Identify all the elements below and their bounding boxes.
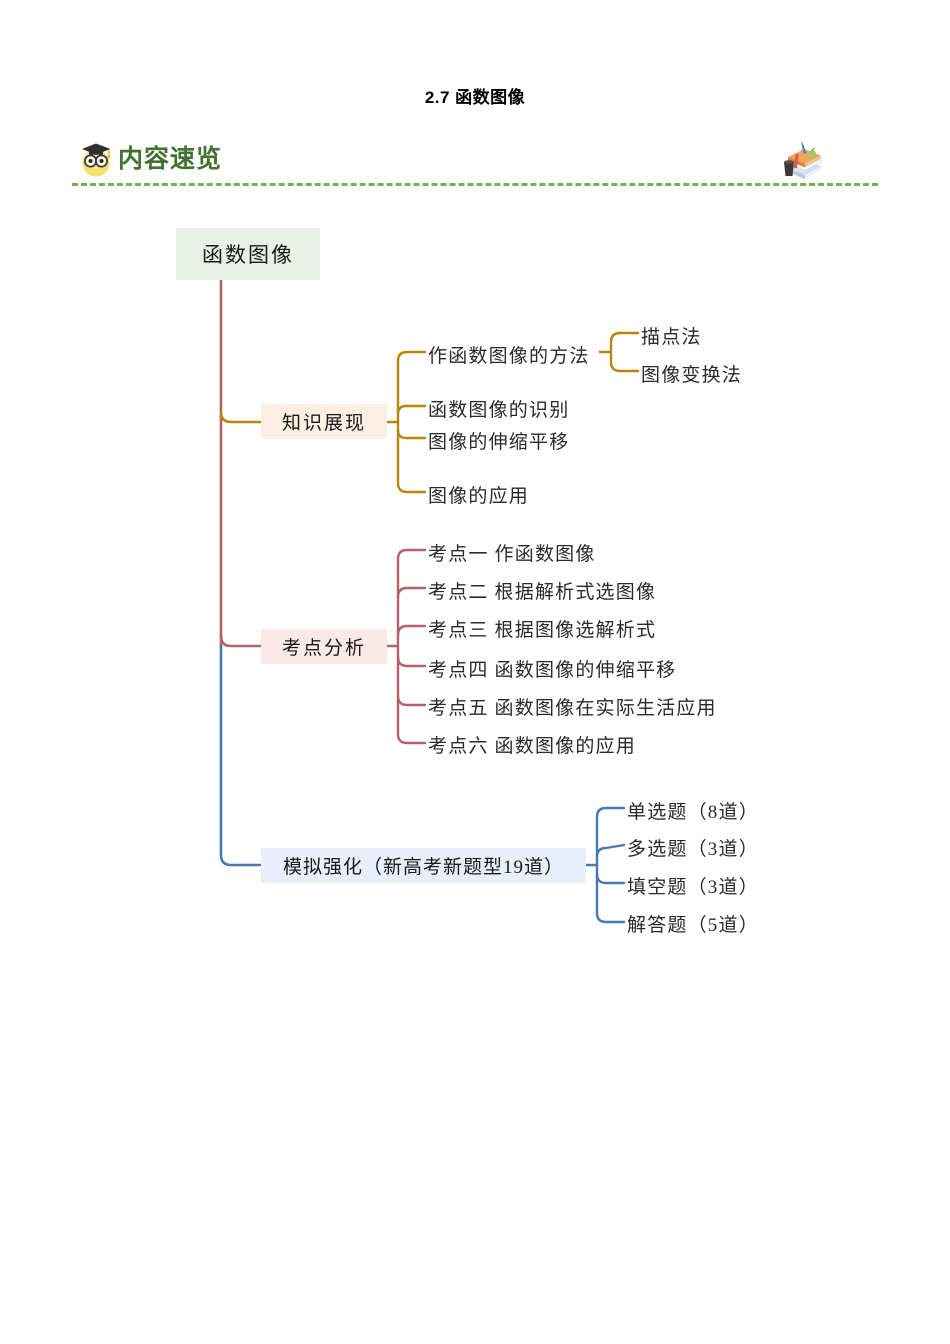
leaf-practice-2[interactable]: 多选题（3道） bbox=[627, 839, 759, 860]
graduate-owl-icon bbox=[76, 140, 116, 180]
leaf-exam-4[interactable]: 考点四 函数图像的伸缩平移 bbox=[428, 660, 677, 681]
mindmap-root-node[interactable]: 函数图像 bbox=[176, 228, 320, 280]
mindmap-branch-practice[interactable]: 模拟强化（新高考新题型19道） bbox=[261, 848, 586, 883]
stacked-books-icon bbox=[776, 132, 830, 182]
leaf-exam-6[interactable]: 考点六 函数图像的应用 bbox=[428, 736, 636, 757]
leaf-knowledge-2[interactable]: 函数图像的识别 bbox=[428, 400, 570, 421]
leaf-exam-5[interactable]: 考点五 函数图像在实际生活应用 bbox=[428, 698, 717, 719]
leaf-method-2[interactable]: 图像变换法 bbox=[641, 365, 743, 386]
header-label: 内容速览 bbox=[118, 145, 223, 173]
mindmap-branch-exam-points[interactable]: 考点分析 bbox=[261, 629, 387, 664]
mindmap-branch-knowledge[interactable]: 知识展现 bbox=[261, 404, 387, 439]
leaf-exam-1[interactable]: 考点一 作函数图像 bbox=[428, 544, 596, 565]
page-title: 2.7 函数图像 bbox=[424, 88, 526, 107]
header-divider bbox=[72, 183, 878, 186]
leaf-knowledge-3[interactable]: 图像的伸缩平移 bbox=[428, 432, 570, 453]
leaf-practice-3[interactable]: 填空题（3道） bbox=[627, 877, 759, 898]
leaf-exam-2[interactable]: 考点二 根据解析式选图像 bbox=[428, 582, 657, 603]
leaf-practice-1[interactable]: 单选题（8道） bbox=[627, 802, 759, 823]
content-overview-header: 内容速览 bbox=[72, 130, 878, 192]
leaf-knowledge-4[interactable]: 图像的应用 bbox=[428, 486, 530, 507]
leaf-method-1[interactable]: 描点法 bbox=[641, 327, 702, 348]
leaf-practice-4[interactable]: 解答题（5道） bbox=[627, 915, 759, 936]
leaf-knowledge-1[interactable]: 作函数图像的方法 bbox=[428, 346, 590, 367]
leaf-exam-3[interactable]: 考点三 根据图像选解析式 bbox=[428, 620, 657, 641]
